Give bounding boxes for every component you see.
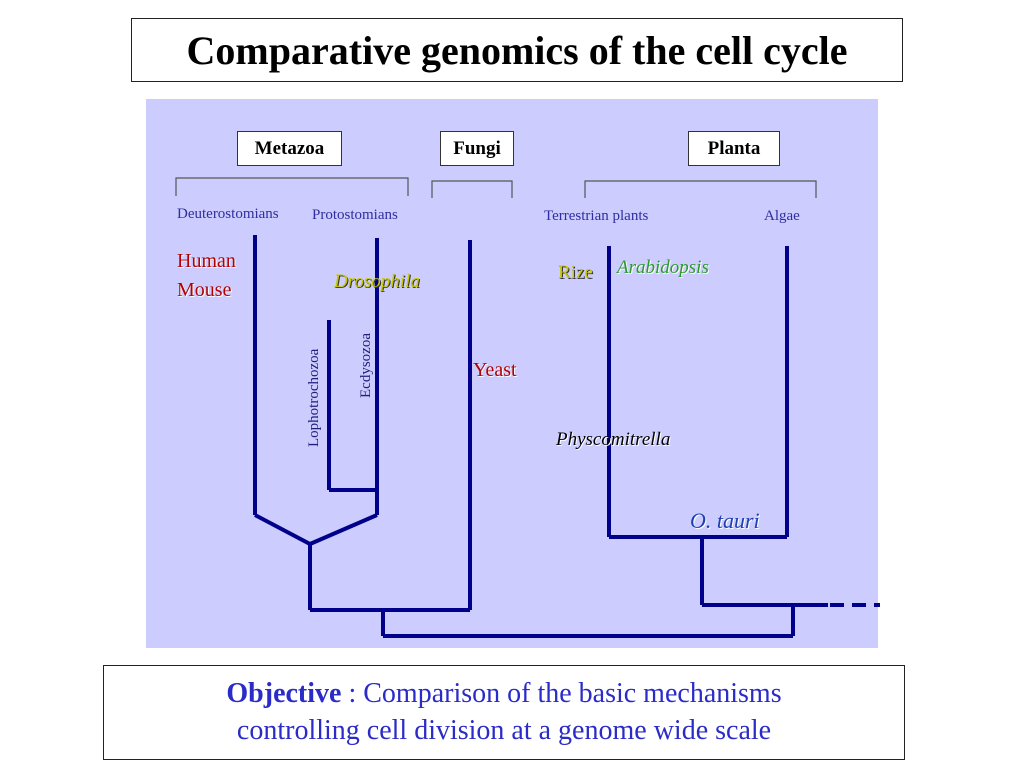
objective-line-1: Objective : Comparison of the basic mech… <box>226 676 781 712</box>
objective-label: Objective <box>226 678 342 710</box>
fungi-bracket <box>431 180 513 198</box>
label-algae: Algae <box>764 208 800 224</box>
tree-branches <box>253 235 880 638</box>
planta-bracket <box>584 180 817 198</box>
species-mouse: Mouse <box>177 279 232 301</box>
objective-box: Objective : Comparison of the basic mech… <box>103 665 905 760</box>
species-arabidopsis: Arabidopsis <box>617 257 709 278</box>
slide-title: Comparative genomics of the cell cycle <box>131 18 903 82</box>
objective-line-2: controlling cell division at a genome wi… <box>236 714 772 746</box>
species-drosophila: Drosophila <box>334 271 420 292</box>
species-physcomitrella: Physcomitrella <box>556 429 671 450</box>
objective-separator: : <box>341 678 364 710</box>
label-deuterostomians: Deuterostomians <box>177 206 279 222</box>
species-o-tauri: O. tauri <box>690 508 760 533</box>
group-brackets <box>175 177 817 198</box>
group-fungi: Fungi <box>440 131 514 166</box>
species-human: Human <box>177 250 236 272</box>
clade-ecdysozoa: Ecdysozoa <box>358 333 374 398</box>
group-planta: Planta <box>688 131 780 166</box>
label-terrestrian-plants: Terrestrian plants <box>544 208 649 224</box>
node-metazoa <box>254 513 378 547</box>
clade-lophotrochozoa: Lophotrochozoa <box>306 348 322 447</box>
species-yeast: Yeast <box>473 359 517 381</box>
objective-text-1: Comparison of the basic mechanisms <box>363 678 782 710</box>
species-rize: Rize <box>558 262 593 283</box>
metazoa-bracket <box>175 177 409 196</box>
group-metazoa: Metazoa <box>237 131 342 166</box>
label-protostomians: Protostomians <box>312 207 398 223</box>
